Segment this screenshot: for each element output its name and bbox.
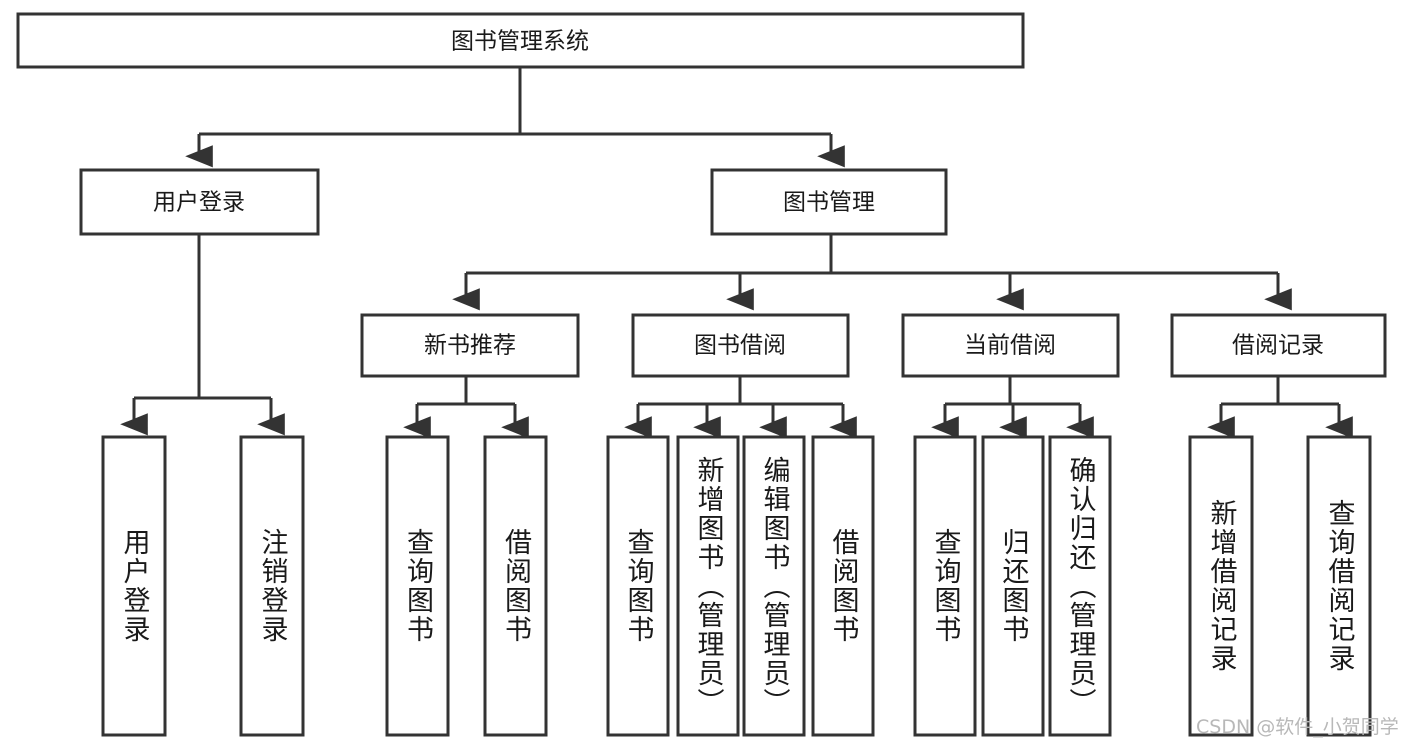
leaf-box-book-borrow-1[interactable]	[676, 435, 740, 737]
node-book-borrow[interactable]: 图书借阅	[631, 313, 850, 378]
leaf-box-borrow-record-1[interactable]	[1306, 435, 1372, 737]
leaf-box-borrow-record-0[interactable]	[1188, 435, 1254, 737]
node-user-login-label: 用户登录	[153, 190, 245, 216]
leaf-box-current-borrow-1[interactable]	[981, 435, 1045, 737]
connector-group-root	[185, 67, 845, 168]
leaf-box-current-borrow-0[interactable]	[913, 435, 977, 737]
connector-group-new-book-recommend	[403, 376, 529, 439]
connector-group-book-management	[452, 234, 1292, 311]
node-current-borrow[interactable]: 当前借阅	[901, 313, 1120, 378]
connector-group-borrow-record	[1207, 376, 1353, 439]
node-book-management-label: 图书管理	[783, 190, 875, 216]
leaf-box-book-borrow-2[interactable]	[742, 435, 806, 737]
node-book-borrow-label: 图书借阅	[694, 333, 786, 359]
node-borrow-record-label: 借阅记录	[1232, 333, 1324, 359]
connector-group-book-borrow	[624, 376, 857, 439]
leaf-box-user-login-0[interactable]	[101, 435, 167, 737]
leaf-box-current-borrow-2[interactable]	[1048, 435, 1112, 737]
connector-group-user-login	[120, 234, 285, 436]
connector-group-current-borrow	[931, 376, 1094, 439]
leaf-box-new-book-recommend-1[interactable]	[483, 435, 548, 737]
leaf-box-new-book-recommend-0[interactable]	[385, 435, 450, 737]
node-root-library-management-system[interactable]: 图书管理系统	[16, 12, 1025, 69]
leaf-box-user-login-1[interactable]	[239, 435, 305, 737]
node-book-management[interactable]: 图书管理	[710, 168, 948, 236]
leaf-box-book-borrow-3[interactable]	[811, 435, 875, 737]
node-new-book-recommend[interactable]: 新书推荐	[360, 313, 580, 378]
node-user-login[interactable]: 用户登录	[79, 168, 320, 236]
leaf-box-book-borrow-0[interactable]	[606, 435, 670, 737]
node-current-borrow-label: 当前借阅	[964, 333, 1056, 359]
node-new-book-recommend-label: 新书推荐	[424, 333, 516, 359]
node-borrow-record[interactable]: 借阅记录	[1170, 313, 1387, 378]
csdn-watermark: CSDN @软件_小贺同学	[1196, 716, 1399, 738]
node-root-label: 图书管理系统	[451, 29, 589, 55]
